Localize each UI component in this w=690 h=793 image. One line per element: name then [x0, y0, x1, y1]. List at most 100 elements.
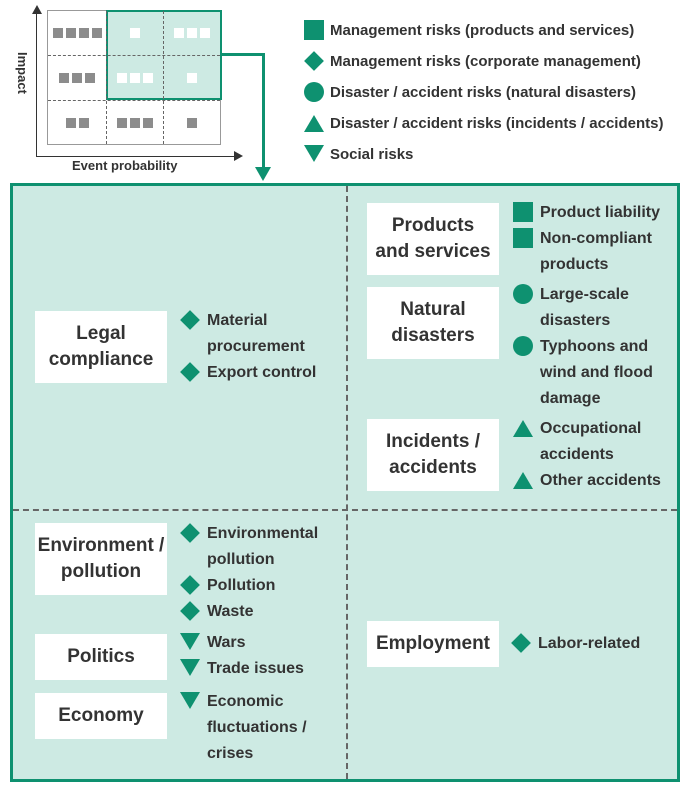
legend-label: Management risks (products and services) — [330, 21, 635, 39]
connector-arrow-icon — [255, 167, 271, 181]
triangle-up-icon — [304, 113, 324, 133]
risk-item-label: Other accidents — [540, 472, 661, 489]
matrix-risk-marker — [78, 117, 89, 128]
circle-icon — [304, 82, 324, 102]
risk-category-name: Economy — [58, 705, 144, 726]
matrix-risk-marker — [187, 27, 197, 38]
risk-item-label: Product liability — [540, 204, 661, 221]
matrix-risk-marker — [52, 27, 63, 38]
risk-item: Export control — [180, 360, 330, 386]
risk-item: Labor-related — [511, 631, 666, 657]
risk-category-box: Employment — [367, 621, 499, 667]
risk-category-name: Employment — [375, 633, 491, 654]
matrix-risk-marker — [142, 72, 153, 83]
legend-item: Management risks (corporate management) — [304, 51, 641, 71]
matrix-risk-marker — [129, 72, 140, 83]
risk-item: Pollution — [180, 573, 330, 599]
matrix-divider — [48, 100, 220, 101]
matrix-risk-marker — [142, 117, 153, 128]
diamond-icon — [180, 523, 200, 543]
matrix-risk-marker — [91, 27, 102, 38]
matrix-risk-marker — [72, 72, 82, 83]
legend-label: Disaster / accident risks (incidents / a… — [330, 114, 664, 132]
matrix-risk-marker — [187, 117, 197, 128]
y-axis — [36, 12, 37, 157]
risk-item: Wars — [180, 630, 330, 656]
matrix-divider — [163, 11, 164, 144]
circle-icon — [513, 336, 533, 356]
matrix-divider — [106, 11, 107, 144]
square-icon — [513, 202, 533, 222]
square-icon — [513, 228, 533, 248]
risk-category-box: Economy — [35, 693, 167, 739]
risk-category-name: Environment /pollution — [37, 535, 165, 582]
risk-category-name: Incidents /accidents — [386, 431, 480, 478]
matrix-risk-marker — [65, 117, 76, 128]
triangle-down-icon — [180, 632, 200, 652]
risk-item-label: Pollution — [207, 577, 276, 594]
risk-detail-panel — [10, 183, 680, 782]
triangle-down-icon — [180, 691, 200, 711]
legend-item: Disaster / accident risks (natural disas… — [304, 82, 636, 102]
square-icon — [304, 20, 324, 40]
legend-label: Disaster / accident risks (natural disas… — [330, 83, 636, 101]
circle-icon — [513, 284, 533, 304]
matrix-risk-marker — [187, 72, 197, 83]
risk-category-box: Environment /pollution — [35, 523, 167, 595]
diamond-icon — [511, 633, 531, 653]
x-axis — [36, 156, 236, 157]
triangle-down-icon — [180, 658, 200, 678]
connector-line — [222, 53, 265, 56]
legend-label: Management risks (corporate management) — [330, 52, 641, 70]
matrix-risk-marker — [59, 72, 69, 83]
matrix-risk-marker — [78, 27, 89, 38]
y-axis-arrow-icon — [32, 5, 42, 14]
risk-category-box: Incidents /accidents — [367, 419, 499, 491]
risk-category-box: Politics — [35, 634, 167, 680]
connector-line — [262, 53, 265, 171]
diamond-icon — [304, 51, 324, 71]
x-axis-label: Event probability — [72, 158, 178, 173]
risk-item-label: Waste — [207, 603, 254, 620]
matrix-risk-marker — [129, 117, 140, 128]
risk-item: Waste — [180, 599, 330, 625]
quadrant-divider-horizontal — [13, 509, 677, 511]
matrix-risk-marker — [129, 27, 140, 38]
legend-item: Management risks (products and services) — [304, 20, 634, 40]
matrix-risk-marker — [116, 117, 127, 128]
x-axis-arrow-icon — [234, 151, 243, 161]
diamond-icon — [180, 575, 200, 595]
triangle-down-icon — [304, 144, 324, 164]
matrix-divider — [48, 55, 220, 56]
risk-item-label: Export control — [207, 364, 317, 381]
matrix-risk-marker — [200, 27, 210, 38]
matrix-risk-marker — [65, 27, 76, 38]
risk-item-label: Labor-related — [538, 635, 641, 652]
triangle-up-icon — [513, 470, 533, 490]
risk-item-label: Trade issues — [207, 660, 304, 677]
triangle-up-icon — [513, 418, 533, 438]
risk-item: Trade issues — [180, 656, 330, 682]
matrix-risk-marker — [116, 72, 127, 83]
legend-label: Social risks — [330, 145, 414, 163]
quadrant-divider-vertical — [346, 186, 348, 779]
risk-item: Other accidents — [513, 468, 668, 494]
diamond-icon — [180, 362, 200, 382]
